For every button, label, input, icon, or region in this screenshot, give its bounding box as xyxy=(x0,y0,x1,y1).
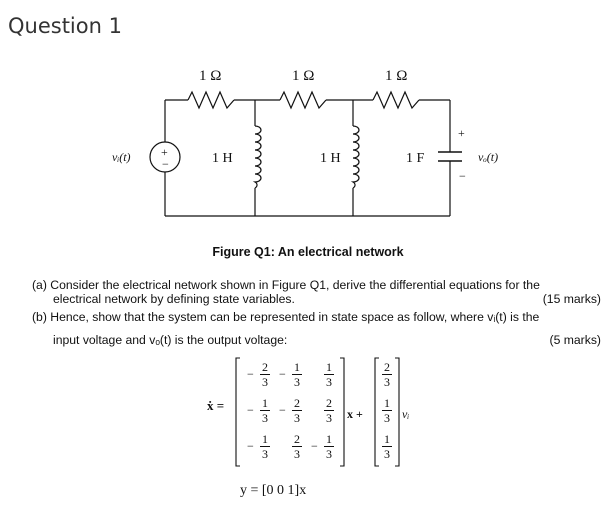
resistor-2 xyxy=(279,90,327,110)
l1-label: 1 H xyxy=(212,151,233,166)
matrix-sign: − xyxy=(247,403,254,417)
part-b-marks: (5 marks) xyxy=(549,333,601,347)
inductor-1 xyxy=(252,125,262,189)
circuit-diagram: 1 Ω 1 Ω 1 Ω 1 H 1 H 1 F vᵢ(t) vₒ(t) + − … xyxy=(112,68,498,217)
part-a-line2: electrical network by defining state var… xyxy=(53,292,295,306)
source-plus: + xyxy=(161,145,168,159)
part-a-line1: (a) Consider the electrical network show… xyxy=(32,278,540,292)
matrix-sign: − xyxy=(247,439,254,453)
question-title: Question 1 xyxy=(8,14,122,38)
matrix-sign: − xyxy=(311,439,318,453)
part-b-line1: (b) Hence, show that the system can be r… xyxy=(32,310,540,324)
r1-label: 1 Ω xyxy=(199,68,221,84)
resistor-3 xyxy=(372,90,420,110)
vo-label: vₒ(t) xyxy=(478,150,498,164)
figure-caption: Figure Q1: An electrical network xyxy=(212,245,404,259)
resistor-1 xyxy=(187,90,235,110)
voltage-source xyxy=(149,141,181,173)
output-equation: y = [0 0 1]x xyxy=(240,483,307,498)
matrix-sign: − xyxy=(279,367,286,381)
cap-plus: + xyxy=(458,126,465,140)
x-plus-label: x + xyxy=(347,407,363,421)
source-minus: − xyxy=(162,157,169,171)
c1-label: 1 F xyxy=(406,151,425,166)
vi-input-label: vᵢ xyxy=(402,407,410,421)
part-a-marks: (15 marks) xyxy=(542,292,601,306)
xdot-label: ẋ = xyxy=(207,398,225,413)
inductor-2 xyxy=(350,125,360,189)
matrix-sign: − xyxy=(279,403,286,417)
part-b-line2: input voltage and vₒ(t) is the output vo… xyxy=(53,333,288,347)
vi-label: vᵢ(t) xyxy=(112,150,131,164)
l2-label: 1 H xyxy=(320,151,341,166)
r3-label: 1 Ω xyxy=(385,68,407,84)
matrix-sign: − xyxy=(247,367,254,381)
cap-minus: − xyxy=(459,169,466,183)
r2-label: 1 Ω xyxy=(292,68,314,84)
